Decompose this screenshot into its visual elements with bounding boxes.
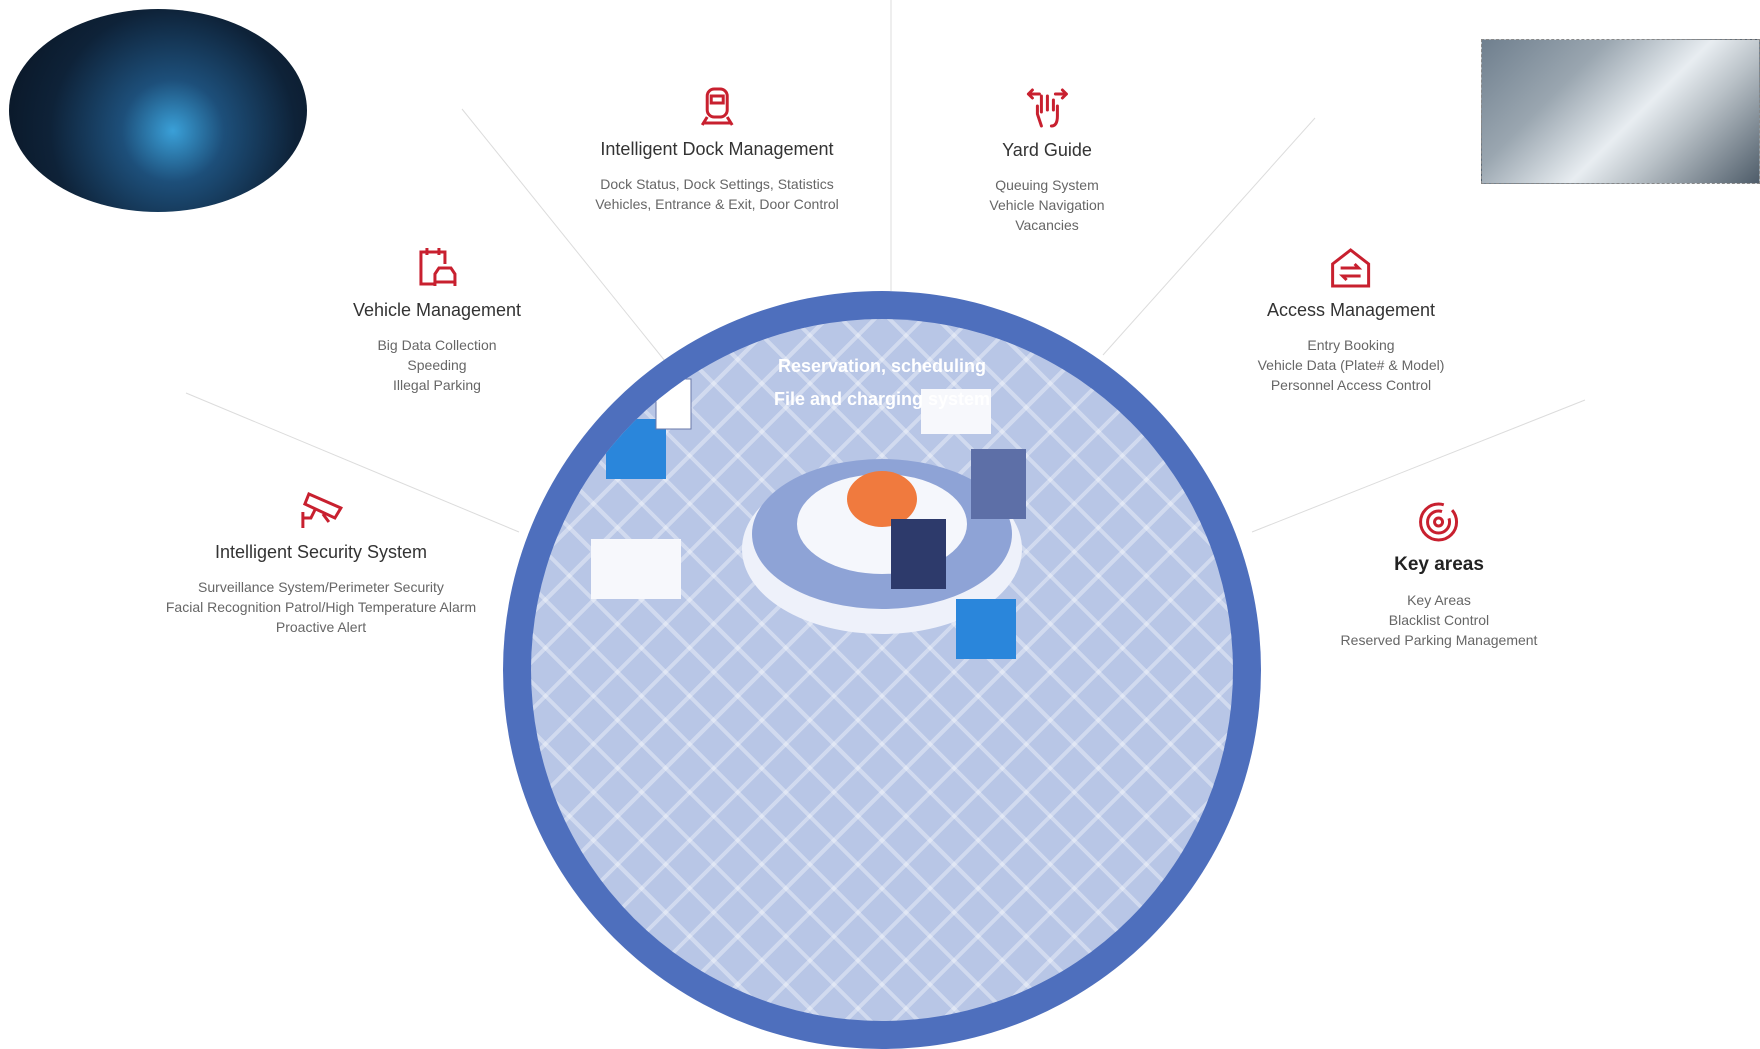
house-exchange-icon [1331,248,1371,288]
module-title: Yard Guide [1002,140,1092,160]
module-title: Vehicle Management [352,300,522,320]
cube-icon [956,599,1016,659]
hub-line-1: Reservation, scheduling [777,356,987,376]
module-item: Vacancies [1015,217,1079,233]
module-access-management: Access Management Entry Booking Vehicle … [1257,246,1445,395]
platform-illustration [591,378,1026,659]
module-item: Dock Status, Dock Settings, Statistics [600,176,834,192]
module-item: Big Data Collection [377,337,497,353]
module-item: Queuing System [995,177,1099,193]
surveillance-camera-icon [301,492,343,528]
module-key-areas: Key areas Key Areas Blacklist Control Re… [1340,500,1538,650]
control-room-photo [9,9,307,212]
module-item: Reserved Parking Management [1340,632,1538,648]
module-dock-management: Intelligent Dock Management Dock Status,… [595,85,839,214]
module-title: Key areas [1394,554,1484,575]
connector-line [461,108,666,362]
parking-lot-photo [1481,39,1760,184]
target-spiral-icon [1419,502,1459,542]
module-security-system: Intelligent Security System Surveillance… [166,488,476,637]
module-item: Key Areas [1407,592,1471,608]
module-title: Access Management [1266,300,1436,320]
module-item: Vehicle Navigation [989,197,1105,213]
module-item: Facial Recognition Patrol/High Temperatu… [165,599,477,615]
connector-line [185,392,520,533]
central-hub: Reservation, scheduling File and chargin… [503,291,1261,1049]
clipboard-car-icon [419,248,457,286]
connector-line [1102,117,1316,356]
module-item: Personnel Access Control [1270,377,1432,393]
module-item: Vehicles, Entrance & Exit, Door Control [595,196,839,212]
module-item: Entry Booking [1307,337,1395,353]
swipe-hand-icon [1026,88,1068,128]
hub-line-2: File and charging system [773,389,991,409]
connector-lines [185,0,1586,533]
hub-illustration: Reservation, scheduling File and chargin… [531,319,1233,1021]
module-item: Proactive Alert [275,619,367,635]
module-item: Blacklist Control [1388,612,1490,628]
module-item: Speeding [407,357,467,373]
train-dock-icon [700,87,734,126]
module-vehicle-management: Vehicle Management Big Data Collection S… [353,246,521,395]
connector-line [1251,399,1586,533]
module-item: Illegal Parking [393,377,481,393]
module-title: Intelligent Security System [214,542,428,562]
module-yard-guide: Yard Guide Queuing System Vehicle Naviga… [989,86,1105,235]
module-item: Vehicle Data (Plate# & Model) [1257,357,1445,373]
module-item: Surveillance System/Perimeter Security [198,579,444,595]
module-title: Intelligent Dock Management [600,139,834,159]
